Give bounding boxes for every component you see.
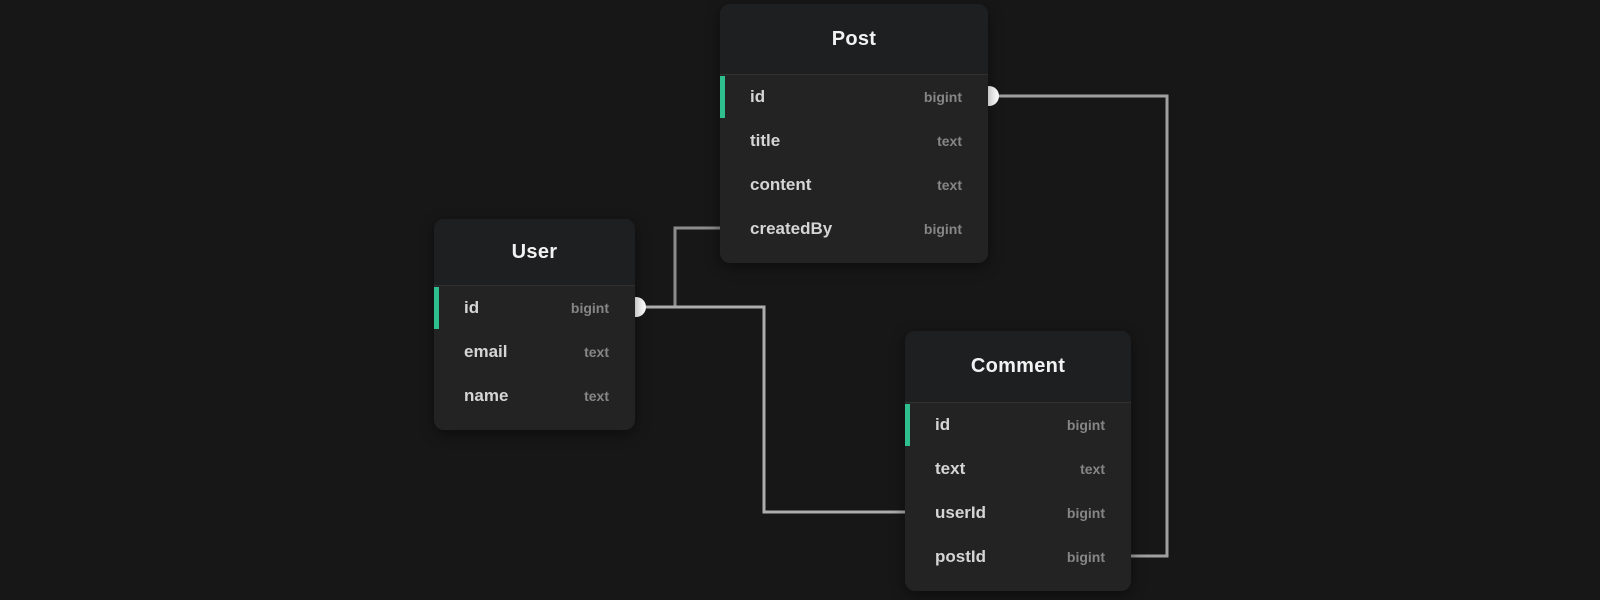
field-name: createdBy	[750, 219, 833, 238]
table-title: Post	[831, 27, 877, 50]
field-type: bigint	[923, 89, 962, 105]
field-name: content	[750, 175, 812, 194]
field-row-text[interactable]: text text	[905, 447, 1131, 491]
field-name: name	[464, 386, 509, 405]
table-title: Comment	[970, 355, 1066, 377]
primary-key-accent	[720, 76, 725, 118]
field-row-email[interactable]: email text	[434, 330, 635, 374]
field-name: title	[750, 131, 781, 150]
relationship-edge-user-id-to-comment-userid	[635, 305, 905, 514]
field-type: text	[584, 388, 609, 404]
field-row-content[interactable]: content text	[720, 163, 988, 207]
table-post[interactable]: Post id bigint title text content text createdB…	[720, 4, 988, 263]
field-type: bigint	[1066, 417, 1105, 433]
table-header[interactable]: User	[434, 219, 635, 286]
field-name: email	[464, 342, 508, 361]
table-rows: id bigint email text name text	[434, 286, 635, 430]
primary-key-accent	[905, 404, 910, 446]
field-type: text	[1080, 461, 1105, 477]
field-row-title[interactable]: title text	[720, 119, 988, 163]
field-type: bigint	[1066, 505, 1105, 521]
field-name: id	[935, 415, 951, 434]
table-user[interactable]: User id bigint email text name text	[434, 219, 635, 430]
table-title: User	[511, 240, 558, 263]
table-header[interactable]: Post	[720, 4, 988, 75]
field-type: text	[937, 133, 962, 149]
field-row-id[interactable]: id bigint	[434, 286, 635, 330]
field-row-postid[interactable]: postId bigint	[905, 535, 1131, 579]
field-type: text	[584, 344, 609, 360]
field-name: text	[935, 459, 966, 478]
field-type: bigint	[923, 221, 962, 237]
table-rows: id bigint title text content text createdBy big…	[720, 75, 988, 263]
field-name: postId	[935, 547, 986, 566]
primary-key-accent	[434, 287, 439, 329]
field-name: id	[750, 87, 766, 106]
field-row-name[interactable]: name text	[434, 374, 635, 418]
field-row-id[interactable]: id bigint	[720, 75, 988, 119]
field-type: text	[937, 177, 962, 193]
field-type: bigint	[1066, 549, 1105, 565]
table-header[interactable]: Comment	[905, 331, 1131, 403]
table-rows: id bigint text text userId bigint postId bigint	[905, 403, 1131, 591]
field-row-id[interactable]: id bigint	[905, 403, 1131, 447]
field-name: id	[464, 298, 480, 317]
relationship-edge-user-id-to-post-createdby	[635, 226, 720, 309]
field-type: bigint	[570, 300, 609, 316]
relationship-edge-post-id-to-comment-postid	[988, 94, 1169, 558]
field-name: userId	[935, 503, 987, 522]
field-row-userid[interactable]: userId bigint	[905, 491, 1131, 535]
field-row-createdby[interactable]: createdBy bigint	[720, 207, 988, 251]
